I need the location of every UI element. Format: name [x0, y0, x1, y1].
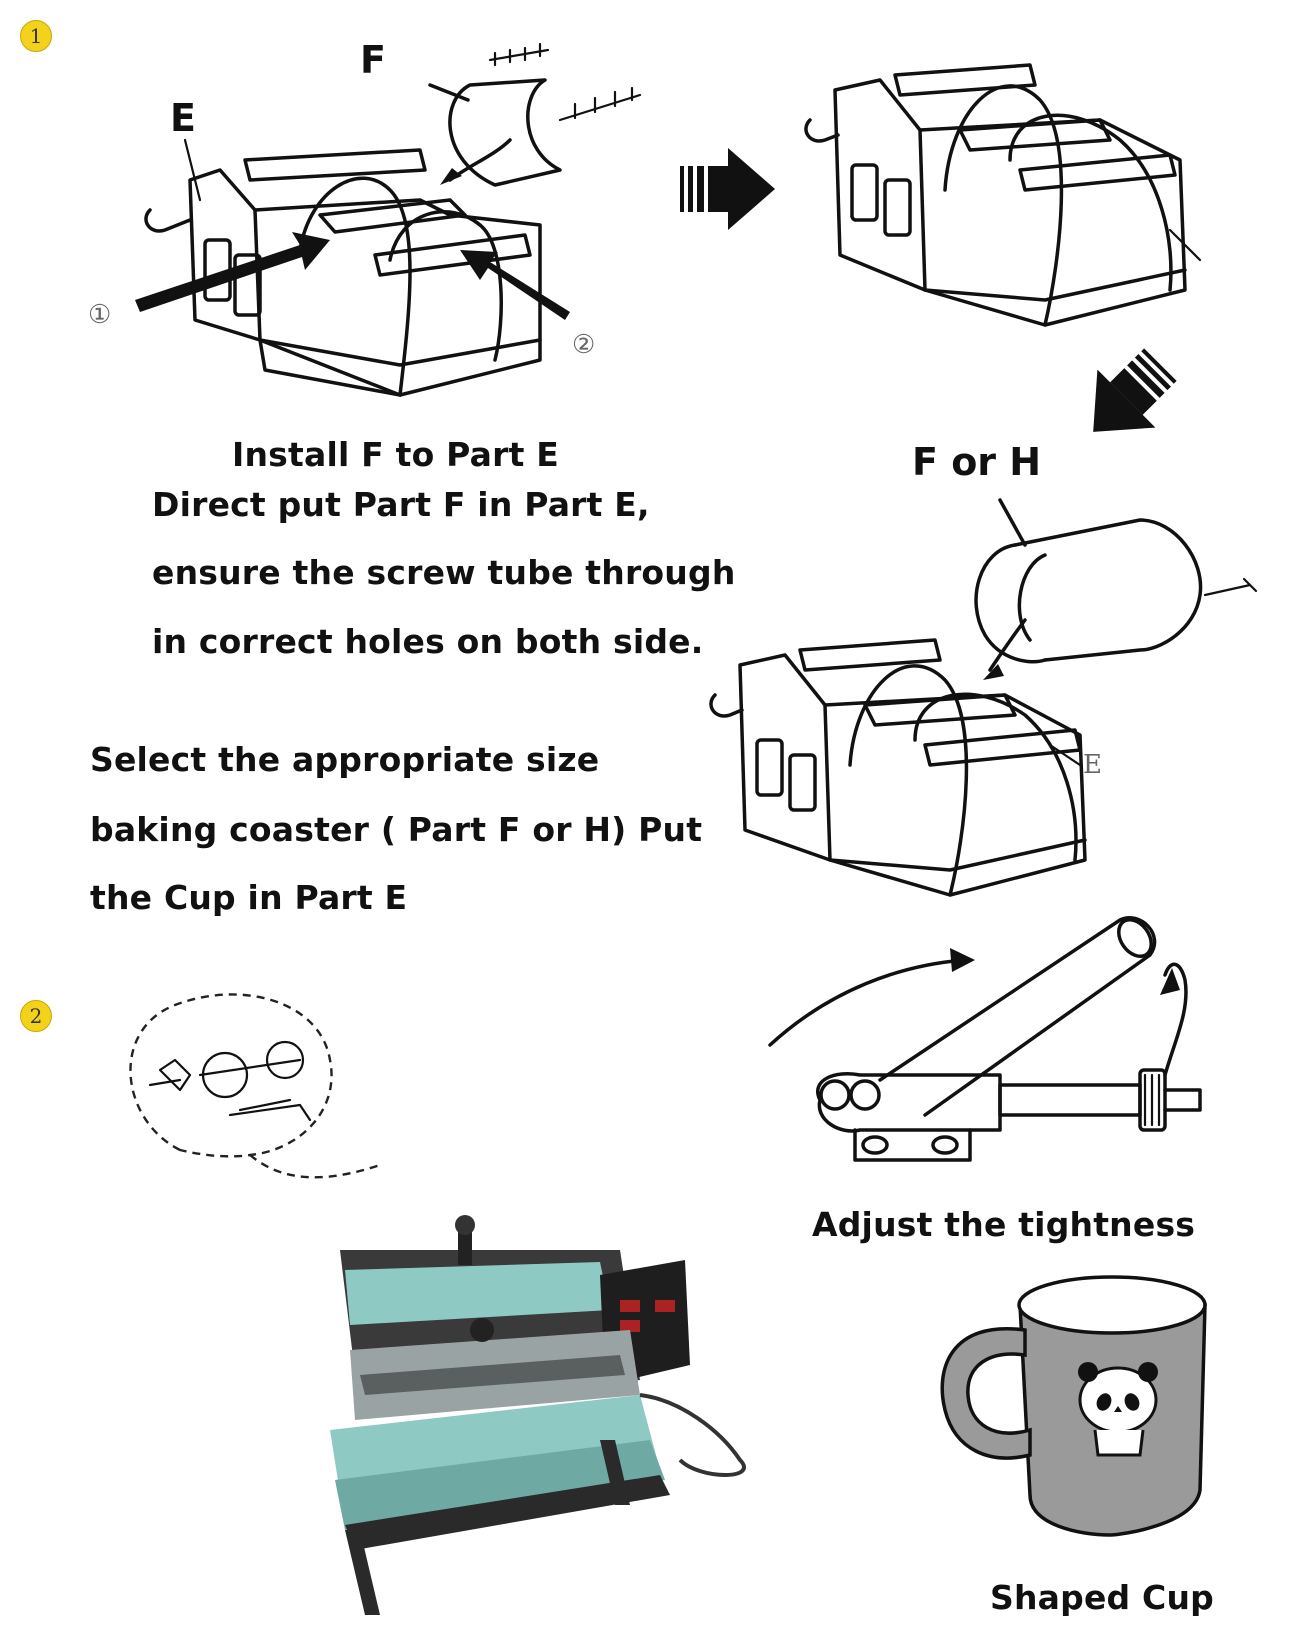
install-line-2: ensure the screw tube through — [152, 553, 736, 592]
install-line-3: in correct holes on both side. — [152, 622, 704, 661]
part-f-illustration — [428, 42, 642, 187]
caption-adjust: Adjust the tightness — [812, 1205, 1196, 1244]
step-1-badge: 1 — [20, 20, 52, 52]
label-circle-one: ① — [88, 300, 112, 330]
install-title: Install F to Part E — [232, 435, 559, 474]
arrow-2-icon — [460, 250, 570, 320]
label-f-or-h: F or H — [912, 440, 1042, 484]
select-line-3: the Cup in Part E — [90, 878, 408, 917]
label-e-small: E — [1083, 750, 1102, 780]
install-line-1: Direct put Part F in Part E, — [152, 485, 650, 524]
part-e-illustration — [144, 138, 542, 397]
label-circle-two: ② — [572, 330, 596, 360]
select-line-2: baking coaster ( Part F or H) Put — [90, 810, 703, 849]
step-2-badge: 2 — [20, 1000, 52, 1032]
caption-shaped-cup: Shaped Cup — [990, 1578, 1214, 1617]
arrow-1-icon — [135, 232, 330, 312]
select-line-1: Select the appropriate size — [90, 740, 600, 779]
panda-icon — [1078, 1362, 1158, 1457]
label-part-e: E — [170, 96, 196, 140]
label-part-f: F — [360, 38, 386, 82]
